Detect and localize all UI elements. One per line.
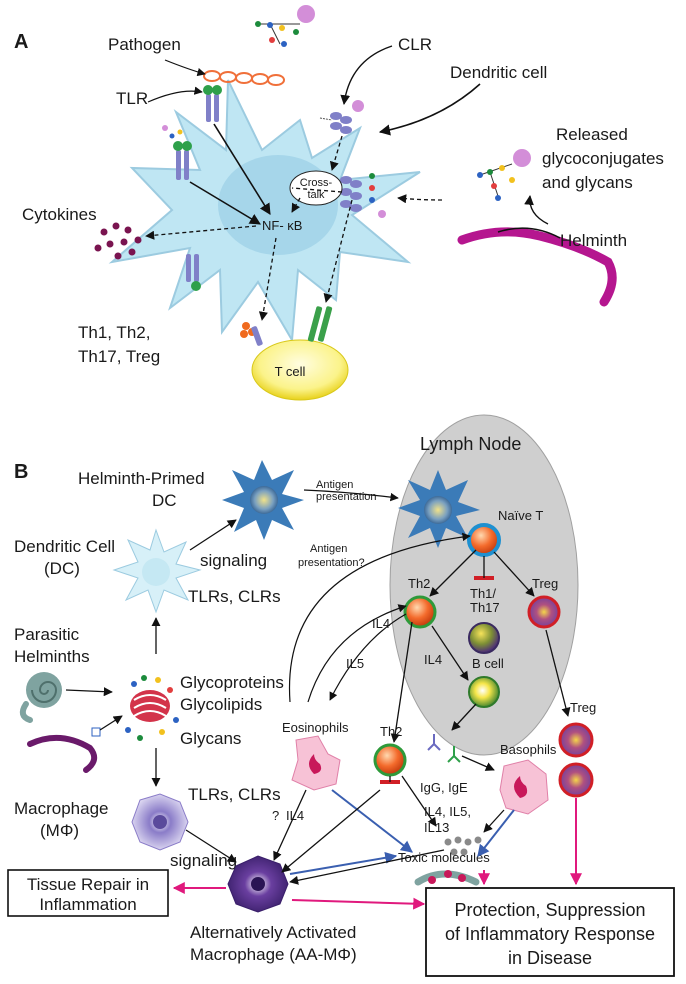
treg-lower-cell-1 <box>558 722 594 758</box>
glycoproteins-label: Glycoproteins <box>180 673 284 692</box>
released-label-2: glycoconjugates <box>542 149 664 168</box>
dendritic-cell-label: Dendritic cell <box>450 63 547 82</box>
eosinophils-label: Eosinophils <box>282 720 349 735</box>
b-cell <box>468 676 500 708</box>
helminth-primed-label-1: Helminth-Primed <box>78 469 205 488</box>
tissue-repair-box <box>7 869 169 917</box>
tlr-receptor-icon-low <box>186 254 201 291</box>
th1-th17-label-2: Th17 <box>470 600 500 615</box>
tlrs-clrs-bottom-label: TLRs, CLRs <box>188 785 281 804</box>
macrophage-label-2: (MΦ) <box>40 821 79 840</box>
t-cell <box>251 339 349 401</box>
aam-label-1: Alternatively Activated <box>190 923 356 942</box>
dendritic-cell-icon <box>112 528 202 614</box>
il-group-label-1: IL4, IL5, <box>424 804 471 819</box>
il4-b-label: IL4 <box>424 652 442 667</box>
helminth-worm-icon-b <box>27 727 101 773</box>
naive-t-label: Naïve T <box>498 508 543 523</box>
glycan-icon-released <box>477 149 531 201</box>
th2-cell <box>403 595 437 629</box>
tlr-receptor-icon-left <box>162 125 192 180</box>
helminth-label: Helminth <box>560 231 627 250</box>
panel-b-letter: B <box>14 461 28 483</box>
tlrs-clrs-top-label: TLRs, CLRs <box>188 587 281 606</box>
parasitic-label-2: Helminths <box>14 647 90 666</box>
th1-th17-label-1: Th1/ <box>470 586 496 601</box>
clr-receptor-icon-right <box>340 173 386 218</box>
il-group-label-2: IL13 <box>424 820 449 835</box>
nfkb-label: NF- κB <box>262 218 302 233</box>
antigen-presentation-q-label-1: Antigen <box>310 543 347 555</box>
t-cell-label: T cell <box>275 364 306 379</box>
glycans-label: Glycans <box>180 729 241 748</box>
crosstalk-label-2: talk <box>307 189 325 201</box>
clr-label: CLR <box>398 35 432 54</box>
toxic-molecules-icon <box>414 870 480 886</box>
clr-receptor-icon <box>319 100 364 134</box>
tlr-receptor-icon <box>203 85 222 122</box>
dc-label-2: (DC) <box>44 559 80 578</box>
macrophage-icon <box>131 793 189 851</box>
crosstalk-label-1: Cross- <box>300 177 333 189</box>
tissue-repair-label-2: Inflammation <box>39 895 136 914</box>
b-cell-label: B cell <box>472 656 504 671</box>
cytokines-label: Cytokines <box>22 205 97 224</box>
helminth-primed-dc-icon <box>222 460 304 540</box>
released-label-1: Released <box>556 125 628 144</box>
macrophage-label-1: Macrophage <box>14 799 109 818</box>
signaling-top-label: signaling <box>200 551 267 570</box>
pathogen-label: Pathogen <box>108 35 181 54</box>
th2-label: Th2 <box>408 576 430 591</box>
protection-label-1: Protection, Suppression <box>454 900 645 920</box>
protection-box <box>425 887 675 977</box>
dc-label-1: Dendritic Cell <box>14 537 115 556</box>
protection-label-2: of Inflammatory Response <box>445 924 655 944</box>
th-subsets-label-1: Th1, Th2, <box>78 323 150 342</box>
treg-cell <box>527 595 561 629</box>
aam-label-2: Macrophage (AA-MΦ) <box>190 945 357 964</box>
cytokine-dots-b-icon <box>444 836 482 856</box>
signaling-bottom-label: signaling <box>170 851 237 870</box>
tcr-mhc-icon <box>240 306 333 346</box>
th2-lower-label: Th2 <box>380 724 402 739</box>
pathogen-icon <box>203 70 285 86</box>
glycolipids-label: Glycolipids <box>180 695 262 714</box>
question-label: ? <box>272 808 279 823</box>
th1-th17-cell <box>468 622 500 654</box>
treg-lower-label: Treg <box>570 700 596 715</box>
lymph-node-label: Lymph Node <box>420 434 521 454</box>
tissue-repair-label-1: Tissue Repair in <box>27 875 149 894</box>
cytokines-dots-icon <box>94 222 142 260</box>
protection-label-3: in Disease <box>508 948 592 968</box>
treg-label: Treg <box>532 576 558 591</box>
il5-label: IL5 <box>346 656 364 671</box>
antigen-presentation-q-label-2: presentation? <box>298 557 365 569</box>
naive-t-cell <box>467 523 501 557</box>
lymph-node-dc-icon <box>398 470 480 548</box>
glycan-icon-top <box>255 5 315 47</box>
basophils-label: Basophils <box>500 742 557 757</box>
antibody-icon <box>427 734 461 763</box>
treg-lower-cell-2 <box>558 762 594 798</box>
toxic-label: Toxic molecules <box>398 850 490 865</box>
antigen-presentation-label-1: Antigen <box>316 479 353 491</box>
eosinophil-icon <box>291 735 341 791</box>
parasitic-label-1: Parasitic <box>14 625 80 644</box>
tlr-label: TLR <box>116 89 148 108</box>
panel-a-letter: A <box>14 31 28 53</box>
th2-lower-cell <box>373 743 407 777</box>
il4-a-label: IL4 <box>372 616 390 631</box>
igg-ige-label: IgG, IgE <box>420 780 468 795</box>
basophil-icon <box>499 759 549 815</box>
glycoprotein-icon <box>125 675 179 741</box>
aa-macrophage-icon <box>227 855 289 913</box>
helminth-primed-label-2: DC <box>152 491 177 510</box>
th-subsets-label-2: Th17, Treg <box>78 347 160 366</box>
parasitic-helminth-icon <box>19 672 62 723</box>
crosstalk-node <box>289 170 343 206</box>
released-label-3: and glycans <box>542 173 633 192</box>
